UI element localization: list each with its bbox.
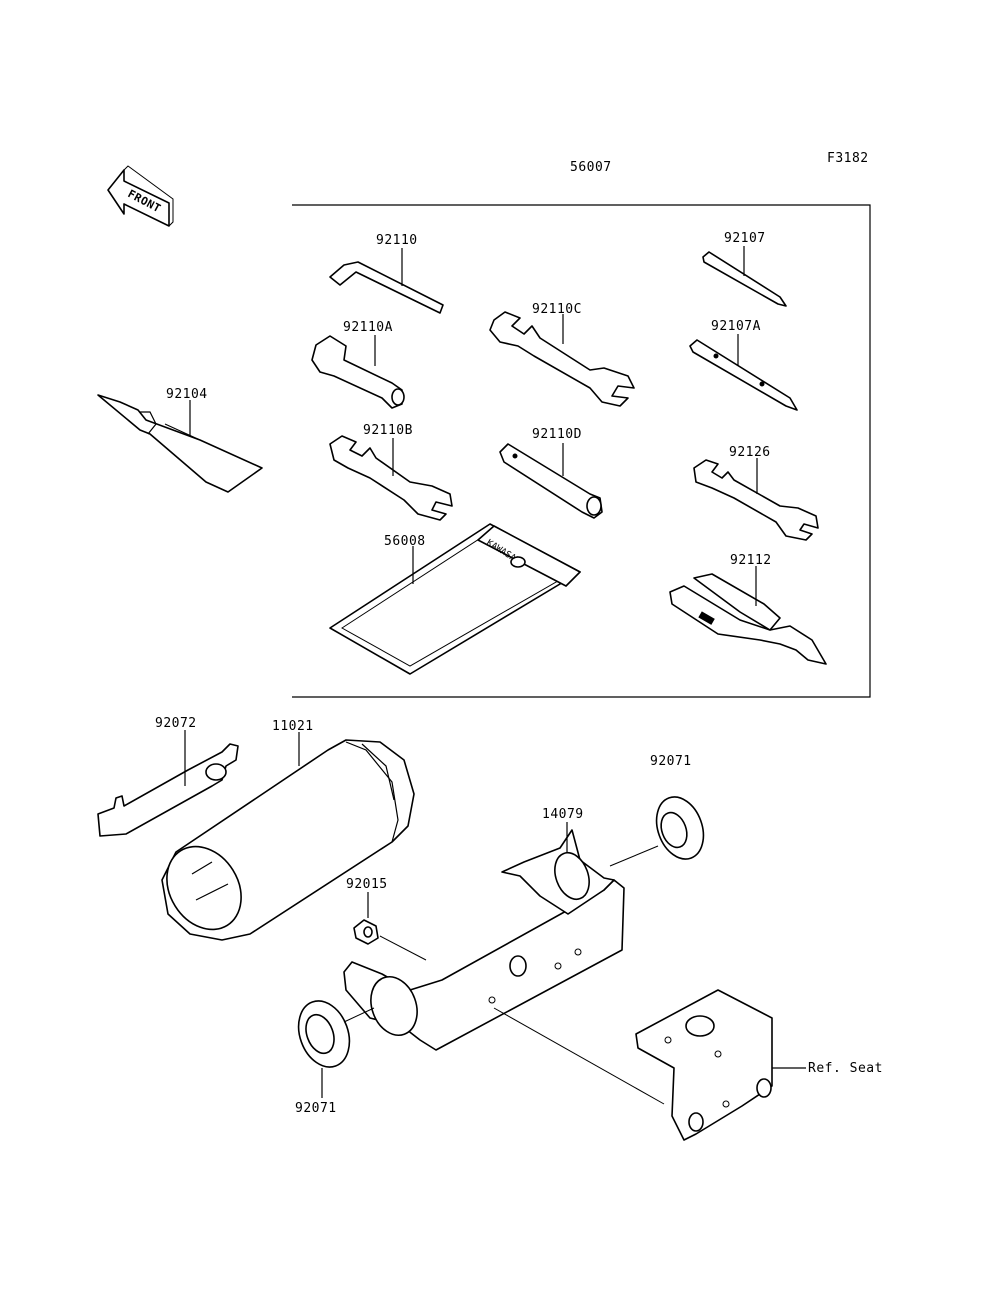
label-92072: 92072: [155, 716, 197, 731]
canister-11021: [161, 732, 415, 941]
figure-code: F3182: [827, 151, 869, 166]
open-end-wrench-large: [489, 311, 635, 407]
label-92112: 92112: [730, 553, 772, 568]
label-92071-top: 92071: [650, 754, 692, 769]
ring-92071-bottom: [297, 1000, 375, 1098]
nut-92015: [353, 892, 427, 961]
tube-wrench: [499, 443, 603, 519]
label-92110C: 92110C: [532, 302, 582, 317]
seat-bracket: [493, 989, 806, 1141]
label-92126: 92126: [729, 445, 771, 460]
label-11021: 11021: [272, 719, 314, 734]
label-92107A: 92107A: [711, 319, 761, 334]
label-92110D: 92110D: [532, 427, 582, 442]
leader-92071-top: [609, 845, 659, 867]
bracket-92072: [97, 730, 239, 837]
label-92104: 92104: [166, 387, 208, 402]
label-14079: 14079: [542, 807, 584, 822]
ring-92071-top: [609, 796, 705, 867]
label-92015: 92015: [346, 877, 388, 892]
pliers: [669, 566, 827, 665]
label-92107: 92107: [724, 231, 766, 246]
screwdriver-double: [689, 334, 798, 411]
hex-l-wrench: [329, 248, 444, 314]
label-92110: 92110: [376, 233, 418, 248]
screwdriver: [702, 246, 787, 307]
tool-case: KAWASAKI: [329, 523, 581, 675]
bracket-14079: [343, 822, 625, 1051]
kit-label: 56007: [570, 160, 612, 175]
open-end-wrench-small: [329, 435, 453, 521]
front-arrow-icon: FRONT: [107, 165, 174, 227]
open-end-wrench-92126: [693, 458, 819, 541]
label-92110B: 92110B: [363, 423, 413, 438]
bond-tube: [97, 394, 263, 493]
socket-wrench: [311, 335, 405, 409]
label-ref-seat: Ref. Seat: [808, 1061, 883, 1076]
toolkit-box: [292, 204, 871, 698]
label-92110A: 92110A: [343, 320, 393, 335]
label-92071-bottom: 92071: [295, 1101, 337, 1116]
label-56008: 56008: [384, 534, 426, 549]
